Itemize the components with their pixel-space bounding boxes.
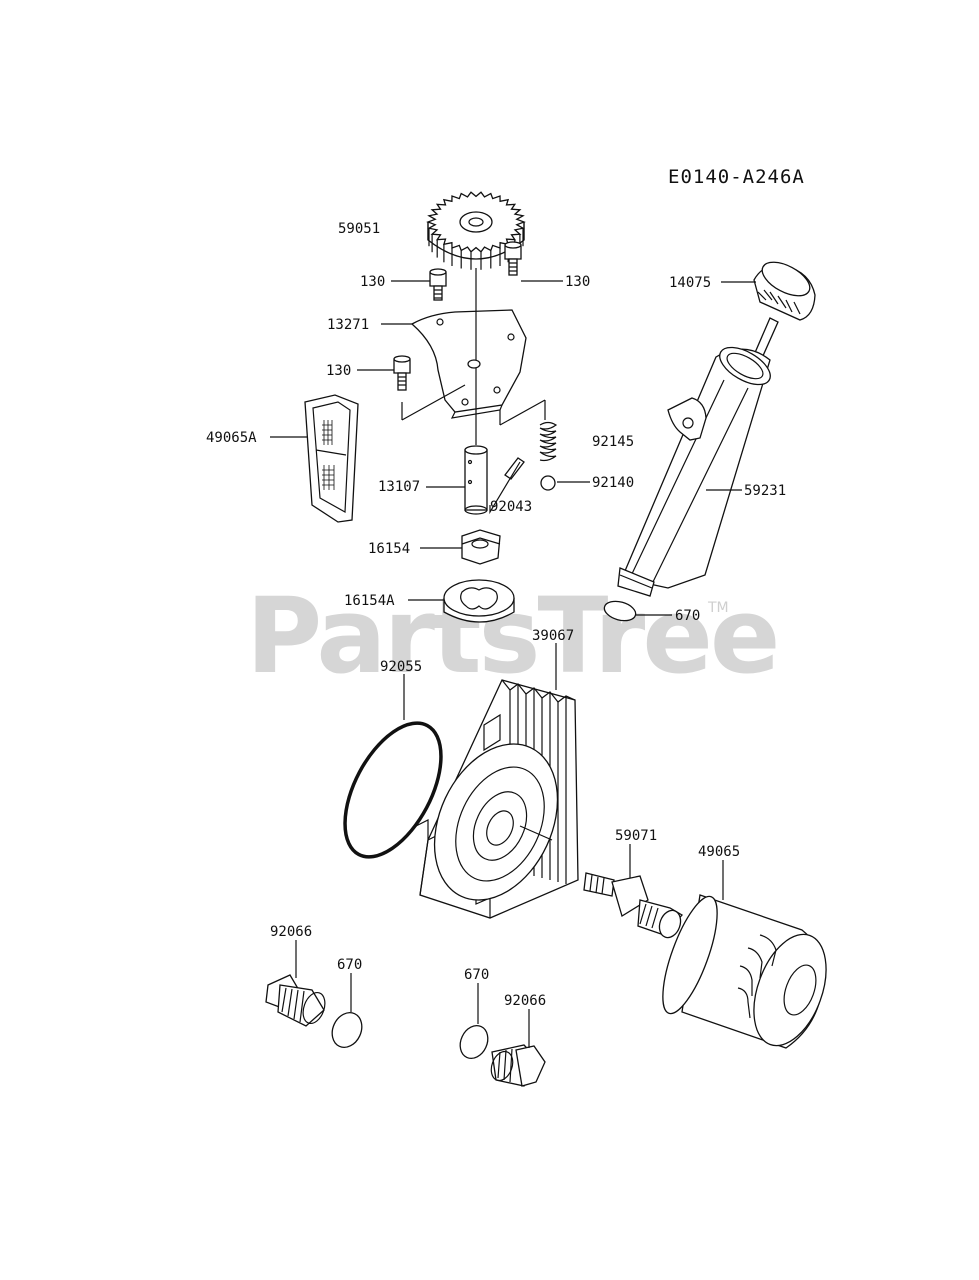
- alignment-line: [401, 384, 546, 426]
- ball-92140[interactable]: [540, 475, 556, 491]
- dipstick-tube-59231[interactable]: [617, 340, 776, 597]
- label-59071[interactable]: 59071: [615, 828, 657, 844]
- oil-cap-14075[interactable]: [753, 255, 816, 359]
- shaft-13107[interactable]: [464, 445, 488, 515]
- label-130-left[interactable]: 130: [360, 274, 385, 290]
- label-49065[interactable]: 49065: [698, 844, 740, 860]
- leader-lines: [270, 280, 756, 1048]
- watermark-trademark: TM: [707, 600, 729, 616]
- o-ring-92055[interactable]: [325, 708, 461, 873]
- label-670-tube[interactable]: 670: [675, 608, 700, 624]
- bolt-130-right[interactable]: [504, 241, 522, 276]
- label-92055[interactable]: 92055: [380, 659, 422, 675]
- bolt-130-lower[interactable]: [393, 355, 411, 391]
- o-ring-670-middle[interactable]: [455, 1021, 493, 1063]
- outer-rotor-16154A[interactable]: [443, 579, 515, 623]
- gear-hub: [459, 211, 493, 233]
- fitting-59071[interactable]: [583, 872, 684, 941]
- label-92043[interactable]: 92043: [490, 499, 532, 515]
- label-59231[interactable]: 59231: [744, 483, 786, 499]
- label-130-lower[interactable]: 130: [326, 363, 351, 379]
- oil-filter-49065[interactable]: [652, 891, 840, 1056]
- gear-bore: [468, 217, 484, 227]
- label-16154[interactable]: 16154: [368, 541, 410, 557]
- label-13271[interactable]: 13271: [327, 317, 369, 333]
- label-92066-left[interactable]: 92066: [270, 924, 312, 940]
- label-39067[interactable]: 39067: [532, 628, 574, 644]
- label-92066-right[interactable]: 92066: [504, 993, 546, 1009]
- label-130-right[interactable]: 130: [565, 274, 590, 290]
- filter-housing-39067[interactable]: [411, 679, 582, 920]
- label-59051[interactable]: 59051: [338, 221, 380, 237]
- label-13107[interactable]: 13107: [378, 479, 420, 495]
- bolt-130-left[interactable]: [429, 268, 447, 301]
- inner-rotor-16154[interactable]: [461, 529, 501, 565]
- label-92140[interactable]: 92140: [592, 475, 634, 491]
- label-49065A[interactable]: 49065A: [206, 430, 257, 446]
- o-ring-670-left[interactable]: [327, 1008, 368, 1052]
- label-670-left[interactable]: 670: [337, 957, 362, 973]
- diagram-code: E0140-A246A: [668, 166, 805, 188]
- pump-cover-13271[interactable]: [410, 309, 527, 419]
- spring-92145[interactable]: [539, 421, 558, 462]
- gear-59051[interactable]: [426, 191, 526, 270]
- o-ring-670-tube[interactable]: [602, 598, 638, 624]
- label-16154A[interactable]: 16154A: [344, 593, 395, 609]
- label-670-middle[interactable]: 670: [464, 967, 489, 983]
- strainer-49065A[interactable]: [304, 394, 359, 523]
- drain-plug-92066-right[interactable]: [487, 1044, 546, 1087]
- label-14075[interactable]: 14075: [669, 275, 711, 291]
- label-92145[interactable]: 92145: [592, 434, 634, 450]
- drain-plug-92066-left[interactable]: [265, 974, 329, 1027]
- pin-92043[interactable]: [504, 457, 525, 480]
